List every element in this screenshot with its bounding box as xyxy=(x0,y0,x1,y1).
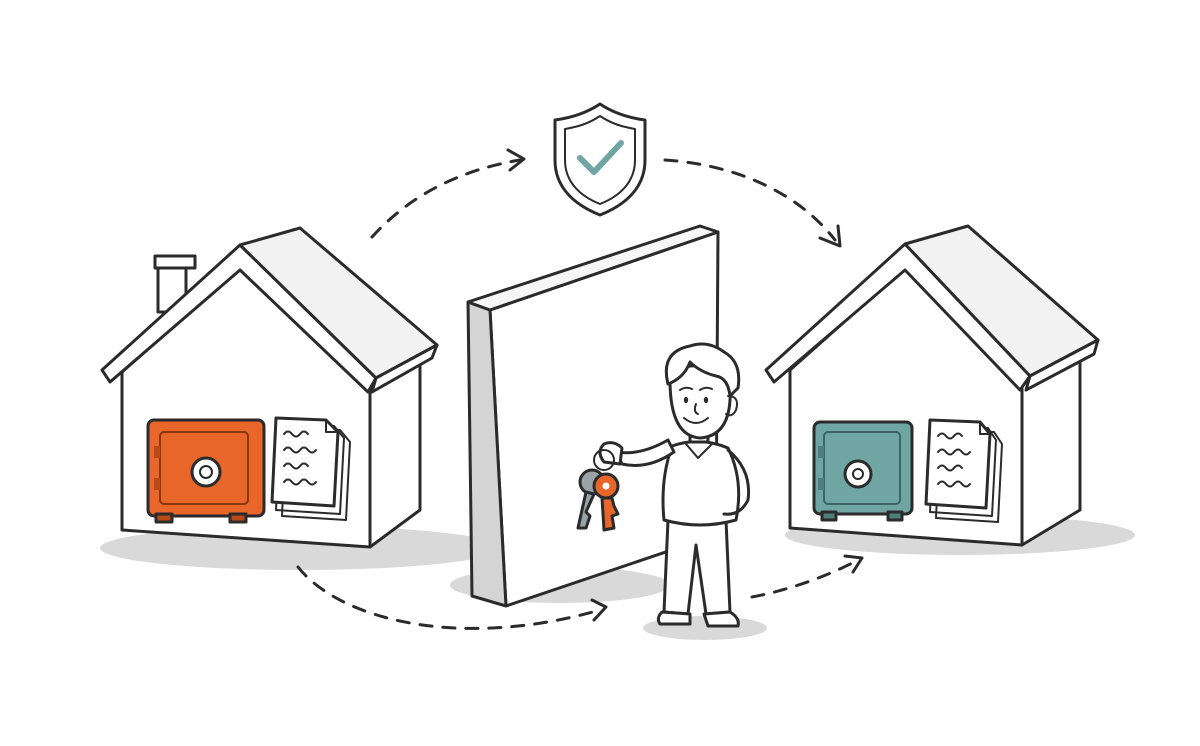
wall-top xyxy=(466,224,720,312)
person-nose xyxy=(693,403,699,415)
person-holding-keys xyxy=(598,342,751,628)
safe-foot-left xyxy=(820,510,838,522)
flow-arrows xyxy=(296,148,864,630)
target-safe xyxy=(812,420,914,522)
barrier-wall xyxy=(466,224,720,608)
shield-check-icon xyxy=(553,102,647,217)
target-document-stack xyxy=(924,418,1003,523)
orange-key xyxy=(592,472,620,532)
left-house-side-wall xyxy=(368,358,422,549)
shield-outline xyxy=(553,102,647,217)
safe-hinge-bottom xyxy=(154,478,160,490)
safe-dial-inner xyxy=(852,468,864,480)
safe-hinge-top xyxy=(818,446,824,458)
safe-hinge-top xyxy=(154,446,160,458)
arrow-bottom-right xyxy=(750,558,860,599)
document-front xyxy=(270,416,340,508)
source-document-stack xyxy=(270,416,351,521)
person-shoe-left xyxy=(656,610,692,626)
safe-dial-outer xyxy=(843,459,873,489)
safe-foot-right xyxy=(886,510,904,522)
keys-icon xyxy=(576,449,620,532)
document-fold xyxy=(979,421,991,435)
safe-door xyxy=(823,431,901,505)
person-eyebrows xyxy=(679,386,713,391)
arrow-top-left-head xyxy=(506,148,526,172)
orange-key-hole xyxy=(602,482,610,490)
person-eye-left xyxy=(683,396,689,404)
shield-inner xyxy=(564,115,636,205)
grey-key-blade xyxy=(576,490,596,530)
arrow-top-right xyxy=(663,158,837,242)
left-house-shadow xyxy=(100,526,500,570)
person-eye-right xyxy=(703,396,709,404)
right-house-side-wall xyxy=(1020,353,1082,547)
arrow-bottom-left-head xyxy=(590,598,608,622)
person-ear xyxy=(725,395,738,417)
source-safe xyxy=(146,418,266,524)
key-ring xyxy=(593,449,615,471)
left-house xyxy=(100,226,439,549)
person-shoe-right xyxy=(702,610,740,628)
arrow-top-left xyxy=(370,158,522,239)
document-writing xyxy=(937,432,971,488)
safe-hinge-bottom xyxy=(818,478,824,490)
safe-foot-right xyxy=(228,512,248,524)
arrow-top-right-head xyxy=(818,224,842,248)
safe-door xyxy=(159,431,249,505)
chimney-cap xyxy=(153,254,197,270)
right-house-roof-edge xyxy=(1024,338,1100,392)
right-house xyxy=(764,224,1100,547)
person-legs xyxy=(662,518,732,616)
safe-foot-left xyxy=(154,512,174,524)
person-smile xyxy=(683,417,709,424)
document-writing xyxy=(283,430,317,486)
person-arm-hip xyxy=(722,448,751,516)
arrow-bottom-right-head xyxy=(843,554,864,574)
person-hair xyxy=(664,342,741,398)
orange-key-blade xyxy=(600,496,620,532)
safe-dial-inner xyxy=(199,465,213,479)
left-house-roof-edge xyxy=(370,343,439,394)
safe-dial-outer xyxy=(190,456,222,488)
person-collar xyxy=(685,443,713,459)
arrow-bottom-left xyxy=(296,565,602,630)
document-front xyxy=(924,418,992,510)
check-mark xyxy=(577,140,624,175)
person-torso xyxy=(661,440,741,527)
document-fold xyxy=(325,419,339,433)
